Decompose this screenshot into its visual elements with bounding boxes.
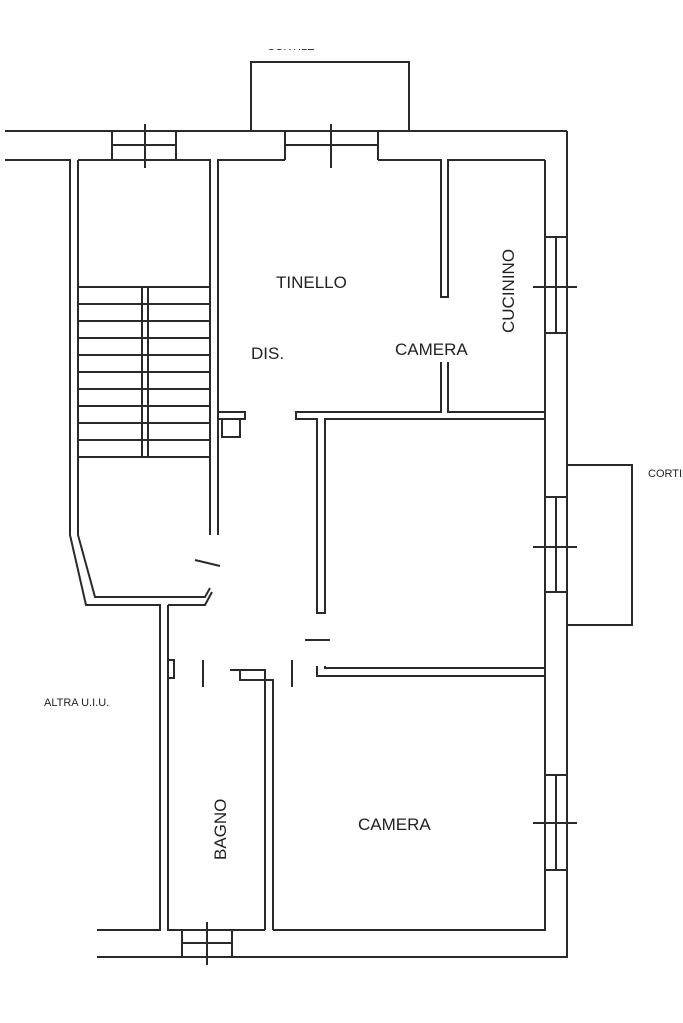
label-right-area: CORTILE — [648, 468, 683, 480]
label-cucinino: CUCININO — [499, 249, 518, 333]
label-altra-uiu: ALTRA U.I.U. — [44, 697, 109, 709]
label-dis: DIS. — [251, 344, 284, 363]
label-top-area: CORTILE — [267, 41, 314, 53]
top-balcony — [250, 61, 410, 132]
label-camera-1: CAMERA — [395, 340, 468, 359]
windows — [111, 124, 577, 965]
label-camera-2: CAMERA — [358, 815, 431, 834]
label-bagno: BAGNO — [211, 799, 230, 860]
label-tinello: TINELLO — [276, 273, 347, 292]
walls — [5, 61, 633, 965]
staircase — [78, 286, 210, 458]
